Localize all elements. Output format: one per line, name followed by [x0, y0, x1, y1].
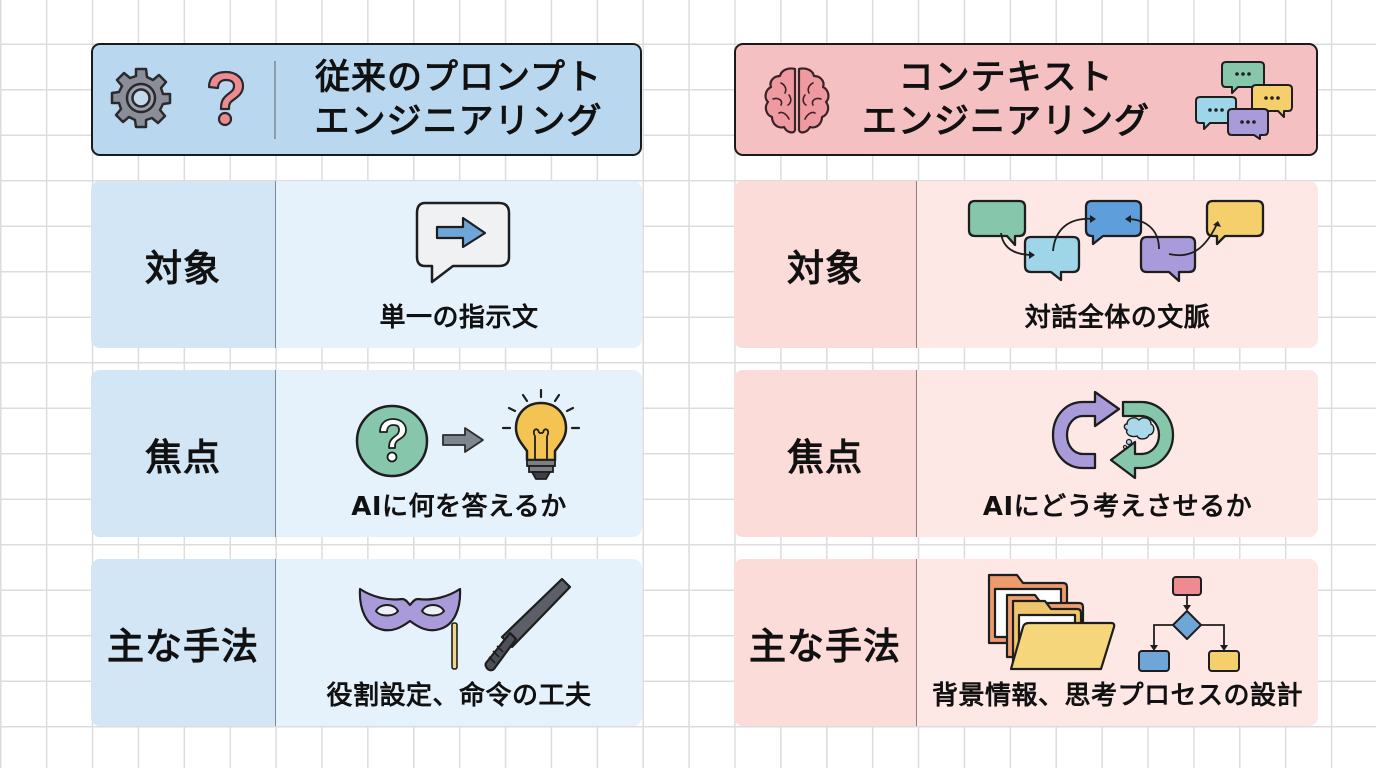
row-label: 対象: [734, 181, 916, 348]
row-label: 焦点: [91, 370, 275, 537]
brain-icon: [761, 65, 833, 137]
arrow-right-icon: [441, 425, 485, 455]
header-divider: [274, 61, 276, 139]
traditional-header: 従来のプロンプト エンジニアリング: [91, 43, 642, 156]
flowchart-icon: [1137, 575, 1247, 675]
row-caption: 対話全体の文脈: [1024, 303, 1211, 333]
row-content: 対話全体の文脈: [916, 181, 1318, 348]
chat-bubbles-icon: [1194, 59, 1294, 140]
traditional-row-focus: 焦点: [91, 370, 642, 537]
context-header: コンテキスト エンジニアリング: [734, 43, 1318, 156]
traditional-title: 従来のプロンプト エンジニアリング: [293, 56, 624, 144]
row-content: AIに何を答えるか: [275, 370, 642, 537]
row-caption: AIに何を答えるか: [351, 492, 567, 522]
context-row-methods: 主な手法: [734, 559, 1318, 726]
row-caption: 単一の指示文: [379, 303, 539, 333]
traditional-row-target: 対象 単一の指示文: [91, 181, 642, 348]
connected-chat-bubbles-icon: [967, 199, 1269, 287]
row-label: 主な手法: [734, 559, 916, 726]
row-content: 役割設定、命令の工夫: [275, 559, 642, 726]
traditional-title-line2: エンジニアリング: [314, 102, 603, 142]
row-caption: 背景情報、思考プロセスの設計: [931, 681, 1303, 711]
traditional-title-line1: 従来のプロンプト: [315, 58, 602, 98]
mask-icon: [358, 585, 462, 671]
row-content: 単一の指示文: [275, 181, 642, 348]
question-circle-icon: [354, 403, 430, 479]
context-title-line2: エンジニアリング: [861, 102, 1150, 142]
context-row-target: 対象: [734, 181, 1318, 348]
folders-icon: [987, 573, 1117, 673]
row-caption: 役割設定、命令の工夫: [326, 681, 592, 711]
gear-icon: [109, 66, 173, 130]
baton-icon: [480, 577, 572, 673]
row-caption: AIにどう考えさせるか: [982, 492, 1253, 522]
context-title: コンテキスト エンジニアリング: [836, 56, 1176, 144]
row-content: AIにどう考えさせるか: [916, 370, 1318, 537]
context-row-focus: 焦点 AIにどう考えさせるか: [734, 370, 1318, 537]
speech-bubble-arrow-icon: [415, 201, 511, 285]
thinking-cycle-icon: [1039, 390, 1191, 480]
row-label: 対象: [91, 181, 275, 348]
question-mark-icon: [205, 70, 247, 128]
row-content: 背景情報、思考プロセスの設計: [916, 559, 1318, 726]
row-label: 焦点: [734, 370, 916, 537]
lightbulb-icon: [501, 388, 581, 488]
context-title-line1: コンテキスト: [898, 58, 1114, 98]
traditional-row-methods: 主な手法 役割設定、命令の工夫: [91, 559, 642, 726]
row-label: 主な手法: [91, 559, 275, 726]
